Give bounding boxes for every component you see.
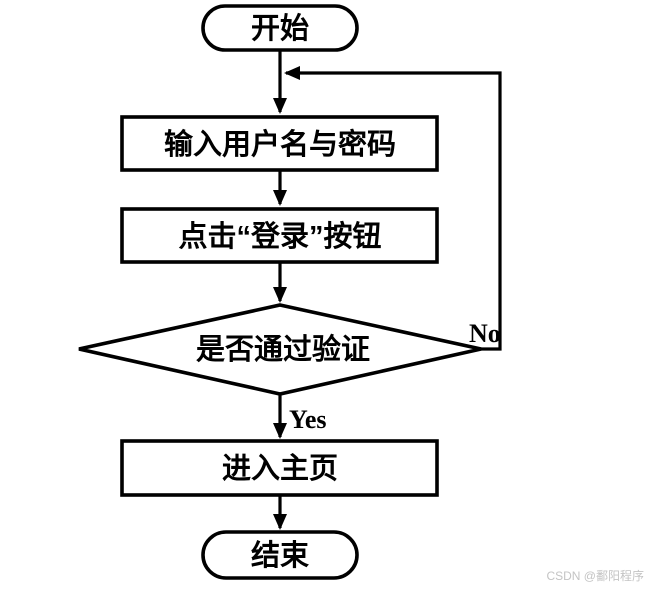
node-start xyxy=(201,4,359,52)
node-enter-home-label: 进入主页 xyxy=(222,452,338,485)
csdn-watermark: CSDN @鄱阳程序 xyxy=(546,568,644,583)
node-start-label: 开始 xyxy=(251,12,309,45)
node-input-credentials-label: 输入用户名与密码 xyxy=(164,127,396,161)
edge-label-no: No xyxy=(469,319,501,348)
node-verify-decision xyxy=(78,303,482,396)
node-enter-home xyxy=(120,439,439,497)
node-click-login-label: 点击“登录”按钮 xyxy=(178,220,381,253)
edge-verify-no-loop xyxy=(284,66,502,351)
node-verify-label: 是否通过验证 xyxy=(196,332,370,366)
node-click-login xyxy=(120,207,439,264)
node-end xyxy=(201,530,359,580)
node-input-credentials xyxy=(120,115,439,172)
node-end-label: 结束 xyxy=(251,539,309,572)
edge-label-yes: Yes xyxy=(289,405,327,434)
